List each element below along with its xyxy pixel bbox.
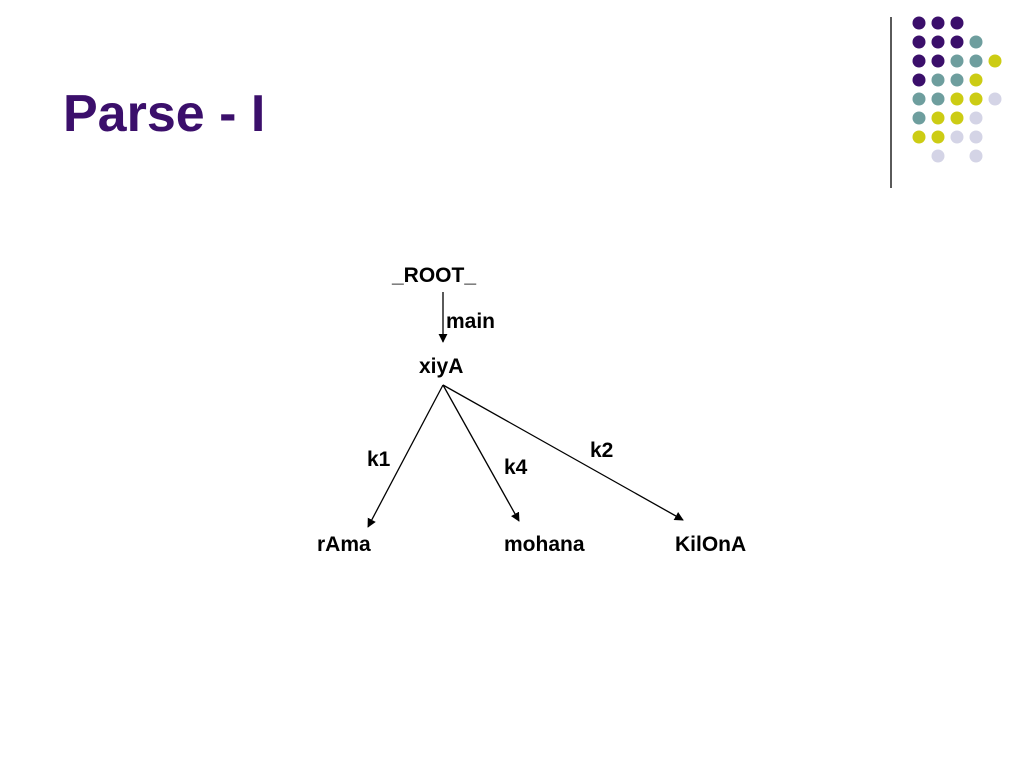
- node-child3: KilOnA: [675, 533, 746, 556]
- edge-head-child1: [367, 384, 444, 528]
- edge-head-child3: [442, 384, 684, 521]
- edge-label-k1: k1: [367, 448, 391, 471]
- node-child1: rAma: [317, 533, 371, 556]
- title-divider: [890, 17, 892, 188]
- slide-title: Parse - I: [63, 85, 266, 143]
- node-child2: mohana: [504, 533, 585, 556]
- edge-label-k4: k4: [504, 456, 528, 479]
- edge-label-k2: k2: [590, 439, 613, 462]
- edge-head-child2: [442, 384, 520, 522]
- node-head: xiyA: [419, 355, 463, 378]
- edge-label-main: main: [446, 310, 495, 333]
- node-root: _ROOT_: [391, 264, 476, 287]
